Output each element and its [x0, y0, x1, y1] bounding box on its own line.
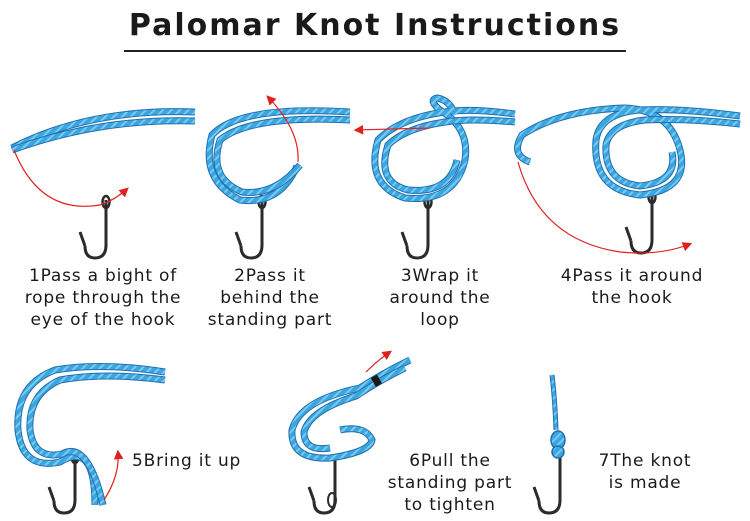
- step-text-line: Pass it around: [572, 266, 704, 286]
- step-number-badge: 5: [132, 451, 144, 471]
- step-text-line: behind the: [220, 288, 320, 308]
- step-text-line: The knot: [610, 451, 692, 471]
- rope-icon: [14, 362, 166, 506]
- step-number-badge: 2: [234, 266, 246, 286]
- hook-icon: [624, 189, 657, 255]
- step-7-illustration: [532, 374, 566, 515]
- hook-icon: [532, 455, 562, 515]
- hook-icon: [307, 455, 337, 515]
- step-number-badge: 7: [598, 451, 611, 471]
- direction-arrow-icon: [103, 449, 124, 501]
- step-6-illustration: [288, 350, 412, 515]
- step-2-illustration: [205, 95, 351, 260]
- direction-arrow-icon: [13, 149, 129, 207]
- step-text-line: loop: [420, 310, 460, 330]
- rope-icon: [514, 104, 741, 199]
- hook-icon: [234, 194, 267, 260]
- page-title: Palomar Knot Instructions: [128, 8, 622, 43]
- step-7-caption: 7The knot is made: [580, 450, 710, 494]
- step-text-line: eye of the hook: [30, 310, 176, 330]
- rope-icon: [205, 107, 351, 205]
- step-5-caption: 5Bring it up: [132, 450, 282, 472]
- step-6-caption: 6Pull the standing part to tighten: [380, 450, 520, 516]
- step-text-line: Pass it: [245, 266, 306, 286]
- step-3-illustration: [353, 94, 516, 260]
- step-text-line: is made: [608, 473, 682, 493]
- rope-icon: [549, 374, 566, 459]
- hook-icon: [400, 194, 433, 260]
- step-text-line: Wrap it: [412, 266, 480, 286]
- step-text-line: Bring it up: [143, 451, 242, 471]
- direction-arrow-icon: [517, 161, 693, 254]
- step-number-badge: 3: [400, 266, 413, 286]
- step-text-line: to tighten: [404, 495, 496, 515]
- step-text-line: standing part: [387, 473, 513, 493]
- step-2-caption: 2Pass it behind the standing part: [195, 265, 345, 331]
- step-text-line: rope through the: [24, 288, 182, 308]
- step-1-illustration: [10, 108, 196, 260]
- step-5-illustration: [14, 362, 166, 515]
- step-4-caption: 4Pass it around the hook: [532, 265, 732, 309]
- step-4-illustration: [514, 104, 741, 255]
- title-underline: [124, 50, 626, 52]
- hook-icon: [78, 194, 111, 260]
- step-text-line: standing part: [207, 310, 333, 330]
- step-number-badge: 1: [28, 266, 41, 286]
- step-number-badge: 6: [409, 451, 421, 471]
- rope-icon: [371, 94, 516, 203]
- step-3-caption: 3Wrap it around the loop: [370, 265, 510, 331]
- direction-arrow-icon: [266, 95, 299, 163]
- rope-icon: [288, 356, 412, 462]
- step-number-badge: 4: [560, 266, 573, 286]
- direction-arrow-icon: [365, 350, 392, 373]
- rope-icon: [10, 108, 196, 154]
- step-text-line: Pull the: [420, 451, 491, 471]
- step-text-line: around the: [389, 288, 491, 308]
- step-text-line: Pass a bight of: [40, 266, 177, 286]
- step-text-line: the hook: [591, 288, 673, 308]
- direction-arrow-icon: [353, 125, 431, 135]
- step-1-caption: 1Pass a bight of rope through the eye of…: [8, 265, 198, 331]
